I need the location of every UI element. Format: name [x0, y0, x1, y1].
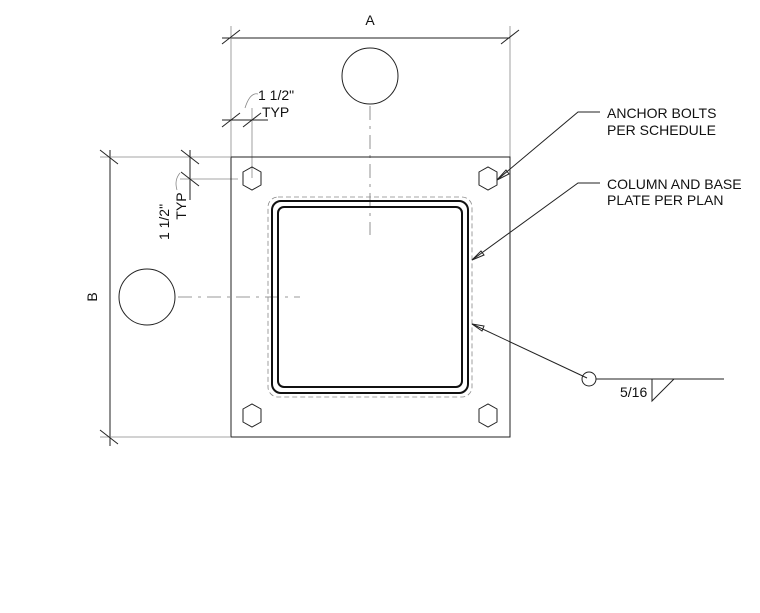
base-plate	[230, 156, 511, 438]
anchor-bolt-icon	[478, 166, 498, 191]
dimension-a-label: A	[365, 12, 375, 28]
grid-markers	[118, 47, 399, 326]
anchor-bolts	[242, 166, 498, 428]
column-inner-wall	[277, 206, 463, 388]
edge-distance-left: 1 1/2" TYP	[156, 149, 238, 240]
leader-anchor-bolts: ANCHOR BOLTS PER SCHEDULE	[496, 105, 716, 181]
anchor-bolts-note-line2: PER SCHEDULE	[607, 122, 716, 138]
column-outer-wall	[271, 200, 469, 394]
grid-bubble-top	[341, 47, 399, 105]
edge-distance-top-value: 1 1/2"	[258, 87, 294, 103]
edge-distance-left-typ: TYP	[173, 192, 189, 219]
hss-column	[267, 196, 473, 398]
weld-size-label: 5/16	[620, 384, 647, 400]
weld-all-around-icon	[581, 371, 597, 387]
weld-symbol: 5/16	[471, 323, 724, 403]
dimension-b: B	[84, 149, 230, 446]
grid-bubble-left	[118, 268, 176, 326]
leader-column: COLUMN AND BASE PLATE PER PLAN	[471, 176, 742, 261]
column-note-line2: PLATE PER PLAN	[607, 192, 723, 208]
anchor-bolt-icon	[242, 166, 262, 191]
edge-distance-top: 1 1/2" TYP	[221, 87, 294, 178]
anchor-bolt-icon	[478, 403, 498, 428]
edge-distance-top-typ: TYP	[262, 104, 289, 120]
anchor-bolts-note-line1: ANCHOR BOLTS	[607, 105, 716, 121]
dimension-b-label: B	[84, 292, 100, 301]
weld-outline	[267, 196, 473, 398]
fillet-weld-icon	[651, 378, 675, 403]
dimension-a: A	[221, 12, 520, 160]
edge-distance-left-value: 1 1/2"	[156, 204, 172, 240]
anchor-bolt-icon	[242, 403, 262, 428]
column-note-line1: COLUMN AND BASE	[607, 176, 742, 192]
